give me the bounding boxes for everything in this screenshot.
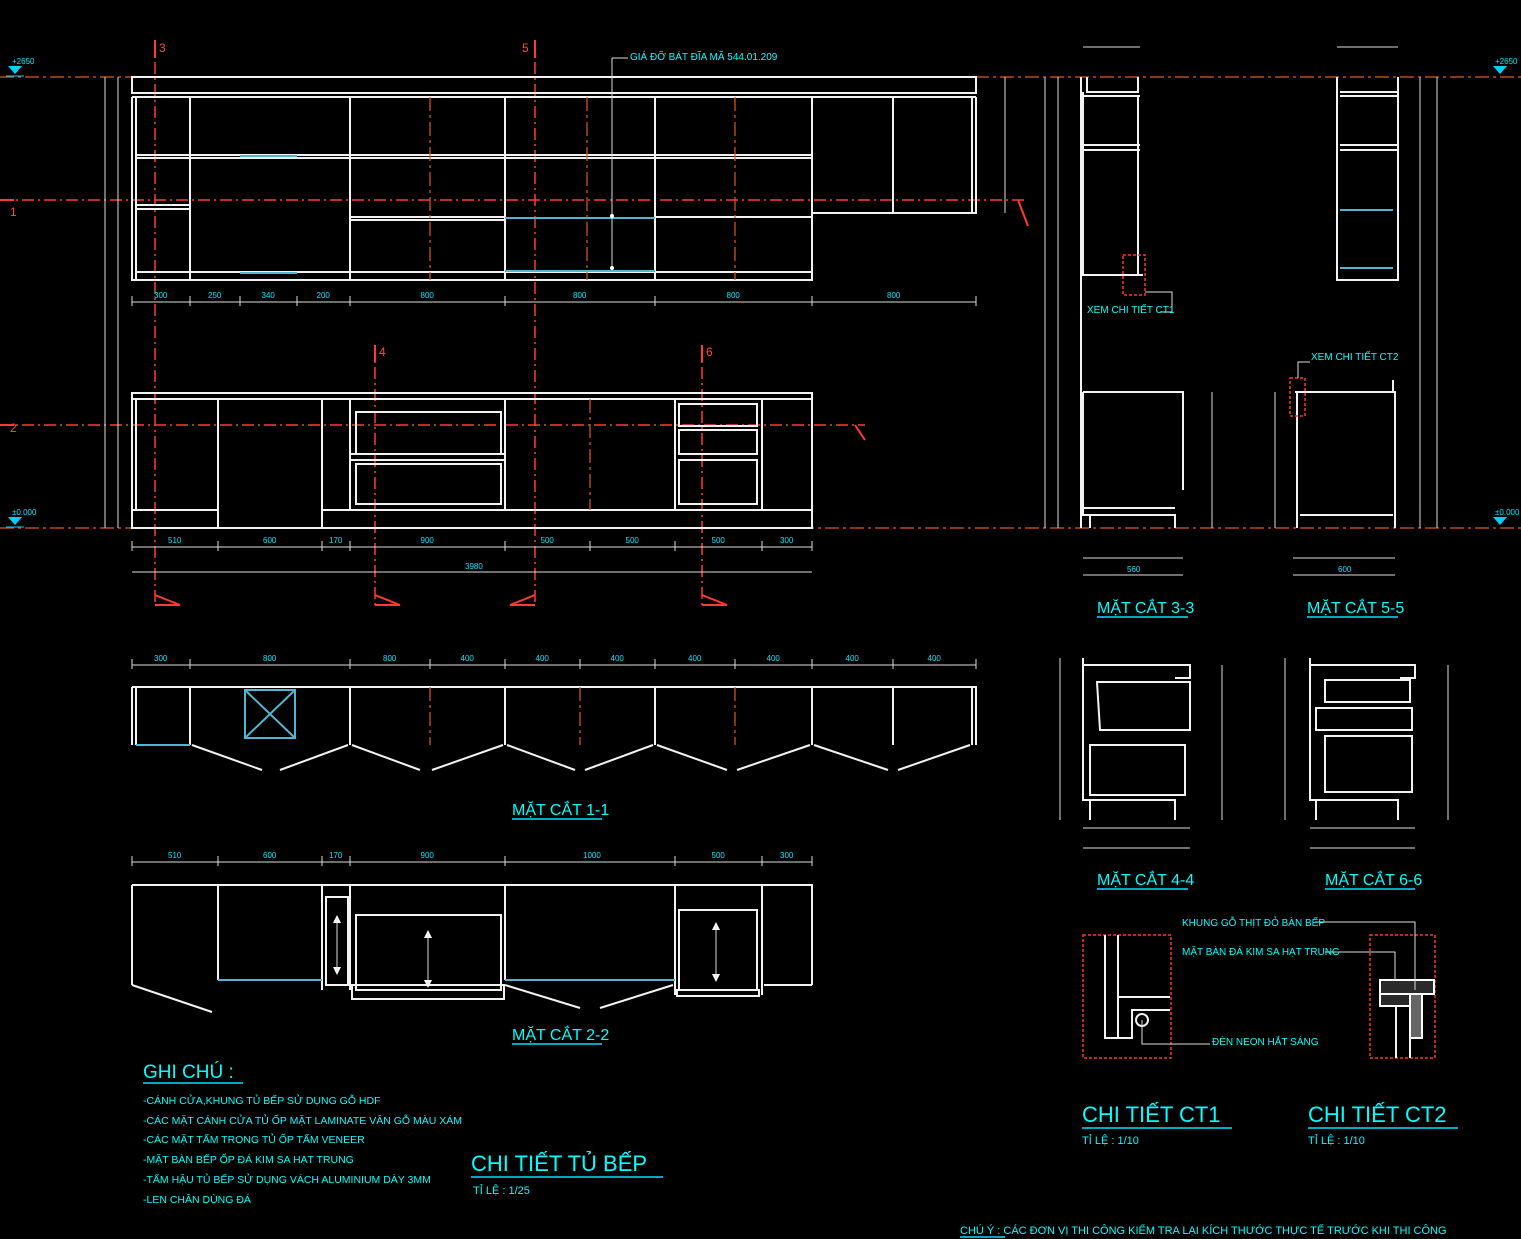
level-marker-right-top: +2650 bbox=[1493, 57, 1518, 74]
svg-text:MẶT BÀN ĐÁ KIM SA HẠT TRUNG: MẶT BÀN ĐÁ KIM SA HẠT TRUNG bbox=[1182, 945, 1340, 958]
detail-ct1-title: CHI TIẾT CT1 bbox=[1082, 1102, 1221, 1127]
section-title-5-5: MẶT CẮT 5-5 bbox=[1307, 598, 1404, 617]
dimension-label: 800 bbox=[263, 654, 277, 663]
dimension-label: 400 bbox=[688, 654, 702, 663]
svg-text:1: 1 bbox=[10, 205, 17, 219]
section-title-3-3: MẶT CẮT 3-3 bbox=[1097, 598, 1194, 617]
dimension-label: 900 bbox=[421, 851, 435, 860]
dimension-label: 510 bbox=[168, 536, 182, 545]
plan-1-1-dimension-row: 300 800 800 400 400 400 400 400 400 400 bbox=[131, 654, 977, 669]
svg-text:600: 600 bbox=[1338, 565, 1352, 574]
note-item: -TẤM HẬU TỦ BẾP SỬ DỤNG VÁCH ALUMINIUM D… bbox=[143, 1173, 431, 1186]
section-title-1-1: MẶT CẮT 1-1 bbox=[512, 800, 609, 819]
dimension-label: 400 bbox=[536, 654, 550, 663]
base-cabinet-elevation: 510 600 170 900 500 500 500 300 3980 bbox=[131, 392, 813, 573]
section-4-4: MẶT CẮT 4-4 bbox=[1059, 658, 1223, 890]
svg-text:KHUNG GỖ THỊT ĐỎ BÀN BẾP: KHUNG GỖ THỊT ĐỎ BÀN BẾP bbox=[1182, 916, 1325, 929]
dimension-label: 510 bbox=[168, 851, 182, 860]
svg-text:+2650: +2650 bbox=[1495, 57, 1518, 66]
note-item: -CÁC MẶT CÁNH CỬA TỦ ỐP MẶT LAMINATE VÂN… bbox=[143, 1113, 462, 1127]
section-title-6-6: MẶT CẮT 6-6 bbox=[1325, 870, 1422, 889]
dimension-label: 300 bbox=[154, 654, 168, 663]
dimension-label: 400 bbox=[928, 654, 942, 663]
base-dimension-row: 510 600 170 900 500 500 500 300 bbox=[131, 536, 813, 551]
svg-text:560: 560 bbox=[1127, 565, 1141, 574]
svg-text:±0.000: ±0.000 bbox=[12, 508, 37, 517]
base-total-dimension: 3980 bbox=[465, 562, 483, 571]
svg-text:3: 3 bbox=[159, 41, 166, 55]
detail-ct2: KHUNG GỖ THỊT ĐỎ BÀN BẾP MẶT BÀN ĐÁ KIM … bbox=[1182, 916, 1458, 1147]
note-item: -LEN CHÂN DÙNG ĐÁ bbox=[143, 1193, 251, 1206]
main-scale: TỈ LỆ : 1/25 bbox=[473, 1184, 530, 1197]
dimension-label: 400 bbox=[767, 654, 781, 663]
dimension-label: 170 bbox=[329, 536, 343, 545]
dimension-label: 400 bbox=[461, 654, 475, 663]
svg-text:TỈ LỆ : 1/10: TỈ LỆ : 1/10 bbox=[1308, 1134, 1365, 1147]
upper-dimension-row: 300 250 340 200 800 800 800 800 bbox=[131, 291, 977, 306]
notes-block: GHI CHÚ : -CÁNH CỬA,KHUNG TỦ BẾP SỬ DỤNG… bbox=[143, 1061, 462, 1206]
main-title: CHI TIẾT TỦ BẾP bbox=[471, 1151, 647, 1176]
note-item: -CÁC MẶT TẤM TRONG TỦ ỐP TẤM VENEER bbox=[143, 1132, 365, 1146]
svg-text:±0.000: ±0.000 bbox=[1495, 508, 1520, 517]
svg-text:XEM CHI TIẾT CT1: XEM CHI TIẾT CT1 bbox=[1087, 303, 1175, 316]
dimension-label: 400 bbox=[846, 654, 860, 663]
dimension-label: 300 bbox=[780, 536, 794, 545]
dimension-label: 340 bbox=[262, 291, 276, 300]
svg-text:ĐÈN NEON HẮT SÁNG: ĐÈN NEON HẮT SÁNG bbox=[1212, 1035, 1319, 1048]
level-marker-right-bottom: ±0.000 bbox=[1493, 508, 1520, 525]
dimension-label: 250 bbox=[208, 291, 222, 300]
svg-text:2: 2 bbox=[10, 421, 17, 435]
upper-cabinet-elevation: GIÁ ĐỠ BÁT ĐĨA MÃ 544.01.209 300 250 340 20… bbox=[104, 50, 1006, 528]
section-title-4-4: MẶT CẮT 4-4 bbox=[1097, 870, 1194, 889]
detail-ct2-title: CHI TIẾT CT2 bbox=[1308, 1102, 1447, 1127]
dimension-label: 600 bbox=[263, 851, 277, 860]
footer-note: CHÚ Ý : CÁC ĐƠN VỊ THI CÔNG KIỂM TRA LẠI… bbox=[960, 1224, 1447, 1237]
dish-rack-callout: GIÁ ĐỠ BÁT ĐĨA MÃ 544.01.209 bbox=[630, 50, 778, 63]
detail-ct1: ĐÈN NEON HẮT SÁNG CHI TIẾT CT1 TỈ LỆ : 1… bbox=[1082, 934, 1319, 1147]
dimension-label: 300 bbox=[154, 291, 168, 300]
section-5-5: XEM CHI TIẾT CT2 600 MẶT CẮT 5-5 bbox=[1274, 46, 1438, 618]
dimension-label: 200 bbox=[317, 291, 331, 300]
dimension-label: 300 bbox=[780, 851, 794, 860]
dimension-label: 500 bbox=[712, 851, 726, 860]
dimension-label: 800 bbox=[727, 291, 741, 300]
section-6-6: MẶT CẮT 6-6 bbox=[1284, 658, 1449, 890]
dimension-label: 800 bbox=[573, 291, 587, 300]
plan-2-2-dimension-row: 510 600 170 900 1000 500 300 bbox=[131, 851, 813, 866]
section-3-3: XEM CHI TIẾT CT1 560 MẶT CẮT 3-3 bbox=[1044, 46, 1213, 618]
level-marker-bottom: ±0.000 bbox=[6, 508, 37, 528]
dimension-label: 800 bbox=[383, 654, 397, 663]
svg-text:+2650: +2650 bbox=[12, 57, 35, 66]
dimension-label: 500 bbox=[626, 536, 640, 545]
dimension-label: 170 bbox=[329, 851, 343, 860]
dimension-label: 400 bbox=[611, 654, 625, 663]
dimension-label: 800 bbox=[887, 291, 901, 300]
svg-text:TỈ LỆ : 1/10: TỈ LỆ : 1/10 bbox=[1082, 1134, 1139, 1147]
dimension-label: 900 bbox=[421, 536, 435, 545]
level-marker-top: +2650 bbox=[6, 57, 35, 77]
dimension-label: 500 bbox=[712, 536, 726, 545]
svg-text:6: 6 bbox=[706, 345, 713, 359]
level-lines: +2650 ±0.000 +2650 ±0.000 bbox=[0, 57, 1521, 529]
section-2-2-plan: 510 600 170 900 1000 500 300 MẶT CẮT 2-2 bbox=[131, 851, 813, 1045]
section-title-2-2: MẶT CẮT 2-2 bbox=[512, 1025, 609, 1044]
dimension-label: 600 bbox=[263, 536, 277, 545]
section-1-1-plan: 300 800 800 400 400 400 400 400 400 400 MẶT CẮT 1… bbox=[131, 654, 977, 820]
svg-text:XEM CHI TIẾT CT2: XEM CHI TIẾT CT2 bbox=[1311, 350, 1399, 363]
dimension-label: 800 bbox=[421, 291, 435, 300]
svg-text:5: 5 bbox=[522, 41, 529, 55]
notes-heading: GHI CHÚ : bbox=[143, 1061, 234, 1083]
dimension-label: 500 bbox=[541, 536, 555, 545]
section-lines: 1 2 3 5 4 6 bbox=[0, 40, 1029, 606]
dimension-label: 1000 bbox=[583, 851, 601, 860]
svg-text:4: 4 bbox=[379, 345, 386, 359]
note-item: -CÁNH CỬA,KHUNG TỦ BẾP SỬ DỤNG GỖ HDF bbox=[143, 1094, 381, 1107]
main-title-block: CHI TIẾT TỦ BẾP TỈ LỆ : 1/25 bbox=[471, 1151, 663, 1197]
note-item: -MẶT BÀN BẾP ỐP ĐÁ KIM SA HẠT TRUNG bbox=[143, 1152, 354, 1166]
